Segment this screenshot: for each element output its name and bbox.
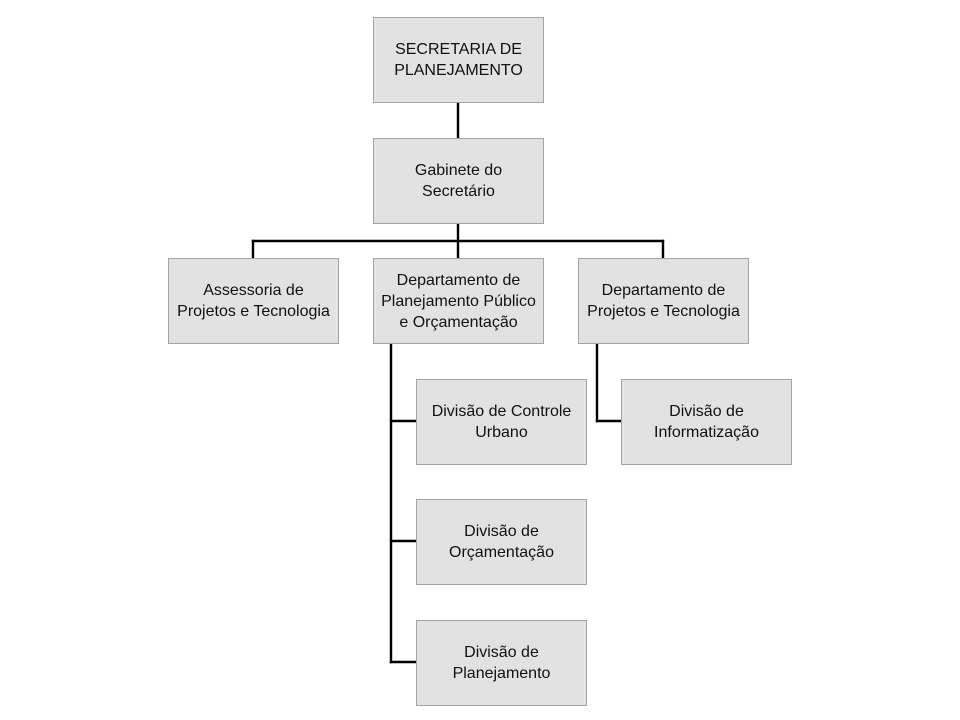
node-divisao-informatizacao[interactable]: Divisão de Informatização [621,379,792,465]
node-departamento-planejamento-publico[interactable]: Departamento de Planejamento Público e O… [373,258,544,344]
node-label: Divisão de Informatização [654,403,759,441]
node-secretaria-de-planejamento[interactable]: SECRETARIA DE PLANEJAMENTO [373,17,544,103]
node-gabinete-do-secretario[interactable]: Gabinete do Secretário [373,138,544,224]
node-label: Divisão de Planejamento [452,644,551,682]
node-label: SECRETARIA DE PLANEJAMENTO [394,41,523,79]
node-divisao-orcamentacao[interactable]: Divisão de Orçamentação [416,499,587,585]
node-label: Divisão de Controle Urbano [431,403,572,441]
node-label: Gabinete do Secretário [414,162,503,200]
node-label: Assessoria de Projetos e Tecnologia [177,282,330,320]
node-label: Divisão de Orçamentação [449,523,554,561]
node-assessoria-projetos-tecnologia[interactable]: Assessoria de Projetos e Tecnologia [168,258,339,344]
node-divisao-controle-urbano[interactable]: Divisão de Controle Urbano [416,379,587,465]
node-divisao-planejamento[interactable]: Divisão de Planejamento [416,620,587,706]
node-departamento-projetos-tecnologia[interactable]: Departamento de Projetos e Tecnologia [578,258,749,344]
node-label: Departamento de Planejamento Público e O… [381,271,536,331]
node-label: Departamento de Projetos e Tecnologia [587,282,740,320]
